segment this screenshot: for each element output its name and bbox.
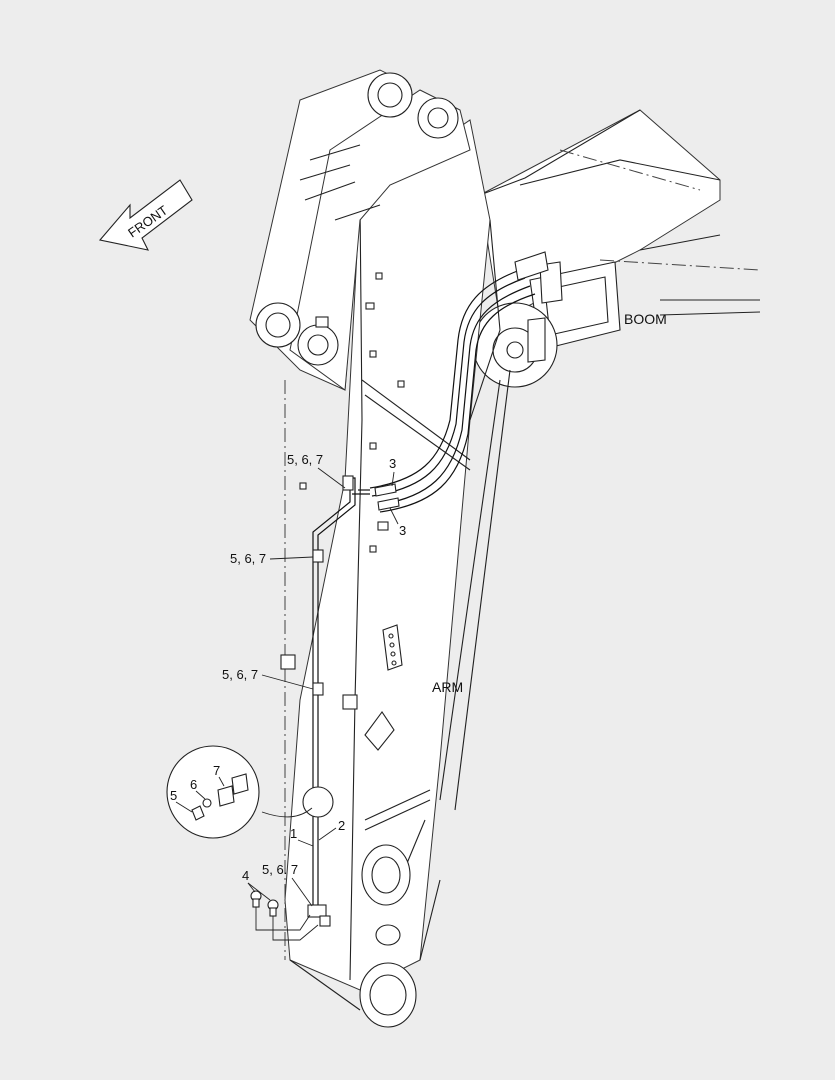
hose-assembly: [369, 251, 549, 513]
callout-4: 4: [242, 868, 249, 883]
boom-label: BOOM: [624, 311, 667, 327]
callout-1: 1: [290, 826, 297, 841]
callout-567-bottom: 5, 6. 7: [262, 862, 298, 877]
callout-3-lower: 3: [399, 523, 406, 538]
detail-callout-6: 6: [190, 777, 197, 792]
callout-567-top: 5, 6, 7: [287, 452, 323, 467]
callout-567-mid2: 5, 6, 7: [222, 667, 258, 682]
detail-callout-7: 7: [213, 763, 220, 778]
arm-label: ARM: [432, 679, 463, 695]
detail-callout-5: 5: [170, 788, 177, 803]
callout-567-mid1: 5, 6, 7: [230, 551, 266, 566]
clamp-detail: 5 6 7: [166, 745, 334, 839]
callout-3-upper: 3: [389, 456, 396, 471]
boom-structure: BOOM: [472, 109, 761, 388]
callout-2: 2: [338, 818, 345, 833]
callouts: 3 3 5, 6, 7 5, 6, 7 5, 6, 7 5, 6. 7 1 2 …: [222, 452, 406, 907]
plug-fittings: [250, 890, 319, 941]
front-arrow: FRONT: [98, 179, 193, 251]
arm-structure: ARM: [249, 69, 511, 1028]
